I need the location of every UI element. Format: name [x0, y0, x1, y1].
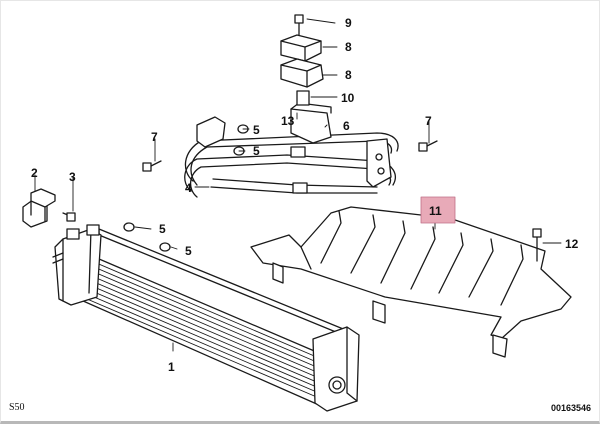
diagram-number: 00163546: [550, 403, 591, 413]
bracket-part[interactable]: [22, 188, 56, 228]
oil-cooler-part[interactable]: [52, 224, 360, 412]
callout-13[interactable]: 13: [281, 114, 295, 128]
bolt-part-3[interactable]: [62, 212, 76, 222]
leader-lines: [34, 18, 562, 352]
air-duct-part[interactable]: [250, 206, 572, 358]
callout-11[interactable]: 11: [429, 204, 442, 218]
callout-1[interactable]: 1: [168, 360, 175, 374]
callout-12[interactable]: 12: [565, 237, 579, 251]
callout-5a[interactable]: 5: [253, 123, 260, 137]
callout-3[interactable]: 3: [69, 170, 76, 184]
oil-line-part[interactable]: [184, 116, 399, 198]
mount-stack-parts[interactable]: [280, 14, 324, 106]
callout-10[interactable]: 10: [341, 91, 355, 105]
model-code: S50: [9, 402, 25, 413]
bolt-part-12[interactable]: [532, 228, 542, 262]
callout-8b[interactable]: 8: [345, 68, 352, 82]
bracket-part-6[interactable]: [290, 102, 332, 144]
callout-7a[interactable]: 7: [151, 130, 158, 144]
bolt-parts-7[interactable]: [142, 140, 438, 172]
callout-5d[interactable]: 5: [185, 244, 192, 258]
callouts: 1 2 3 4 5 5 5 5 6 7 7 8 8 9 10 11 12 13: [31, 16, 579, 374]
callout-2[interactable]: 2: [31, 166, 38, 180]
highlight-box-11: [420, 196, 456, 224]
callout-4[interactable]: 4: [185, 181, 192, 195]
callout-8a[interactable]: 8: [345, 40, 352, 54]
callout-6[interactable]: 6: [343, 119, 350, 133]
callout-7b[interactable]: 7: [425, 114, 432, 128]
callout-5b[interactable]: 5: [253, 144, 260, 158]
callout-5c[interactable]: 5: [159, 222, 166, 236]
callout-9[interactable]: 9: [345, 16, 352, 30]
